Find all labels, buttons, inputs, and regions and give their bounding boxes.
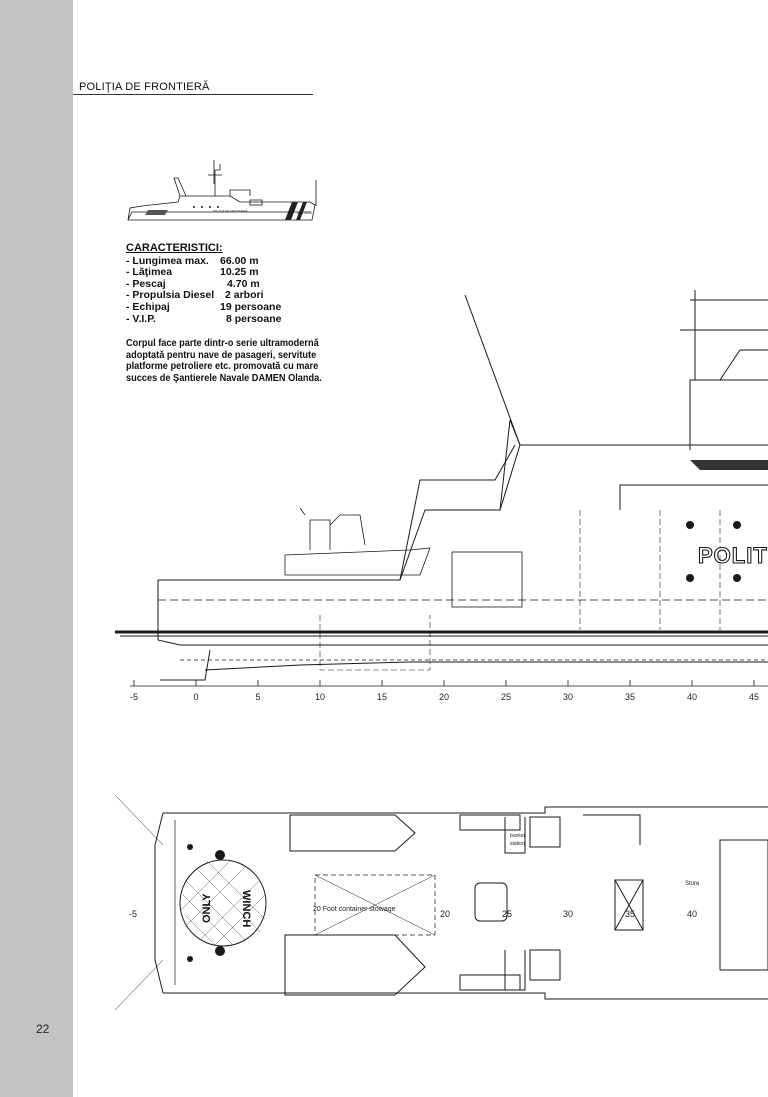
spec-row: - Propulsia Diesel 2 arbori (126, 290, 317, 302)
small-hull-text: POLIŢIA DE FRONTIERĂ (213, 209, 248, 213)
deck-scale-label: 40 (687, 909, 697, 919)
small-ship-profile: POLIŢIA DE FRONTIERĂ MAI 1105 (127, 160, 317, 221)
station-label: station (510, 841, 525, 847)
hull-lettering: POLIT (698, 543, 768, 568)
spec-row: - Pescaj 4.70 m (126, 277, 317, 291)
deck-scale-label: 30 (563, 909, 573, 919)
scale-label: 15 (377, 692, 387, 702)
description-text: Corpul face parte dintr-o serie ultramod… (126, 338, 322, 384)
scale-label: 10 (315, 692, 325, 702)
spec-label: - Lungimea max. (126, 254, 209, 267)
spec-value: 19 persoane (220, 300, 282, 313)
spec-label: - Lăţimea (126, 266, 173, 279)
spec-row: - Echipaj 19 persoane (126, 300, 317, 314)
station-label: bunker (510, 833, 526, 839)
scale-label: 20 (439, 692, 449, 702)
container-label: 20 Foot container stowage (313, 906, 396, 913)
deck-scale-label: 20 (440, 909, 450, 919)
small-side-number: MAI 1105 (297, 211, 312, 215)
spec-label: - V.I.P. (126, 312, 156, 325)
spec-label: - Propulsia Diesel (126, 289, 215, 302)
spec-value: 66.00 m (220, 254, 259, 267)
deck-scale-label: 35 (625, 909, 635, 919)
margin-bar (0, 0, 73, 1097)
store-label: Store (685, 881, 700, 887)
specs-title: CARACTERISTICI: (126, 242, 223, 254)
deck-scale-label: 25 (502, 909, 512, 919)
spec-value: 10.25 m (220, 266, 259, 279)
spec-label: - Echipaj (126, 300, 170, 313)
only-text: ONLY (201, 893, 213, 923)
spec-value: 8 persoane (226, 312, 282, 325)
deck-plan-drawing: WINCH ONLY 20 Foot container stowage bun… (115, 795, 768, 1010)
scale-label: 45 (749, 692, 759, 702)
spec-value: 2 arbori (225, 289, 264, 302)
header-rule (73, 94, 313, 95)
scale-label: 30 (563, 692, 573, 702)
scale-label: 0 (193, 692, 198, 702)
spec-row: - V.I.P. 8 persoane (126, 312, 317, 326)
spec-value: 4.70 m (227, 277, 260, 290)
scale-label: 5 (255, 692, 260, 702)
winch-text: WINCH (240, 890, 252, 927)
spec-label: - Pescaj (126, 277, 166, 290)
scale-label: 35 (625, 692, 635, 702)
scale-label: 25 (501, 692, 511, 702)
side-elevation-drawing: POLIT -5 0 5 10 15 20 25 30 35 40 45 (115, 290, 768, 702)
scale-label: -5 (130, 692, 138, 702)
deck-scale-label: -5 (129, 909, 137, 919)
scale-label: 40 (687, 692, 697, 702)
spec-row: - Lungimea max. 66.00 m (126, 254, 317, 268)
spec-row: - Lăţimea 10.25 m (126, 267, 317, 279)
page-header: POLIŢIA DE FRONTIERĂ (79, 81, 210, 93)
page-number: 22 (36, 1022, 50, 1036)
specs-block: CARACTERISTICI: - Lungimea max. 66.00 m -… (126, 242, 317, 326)
